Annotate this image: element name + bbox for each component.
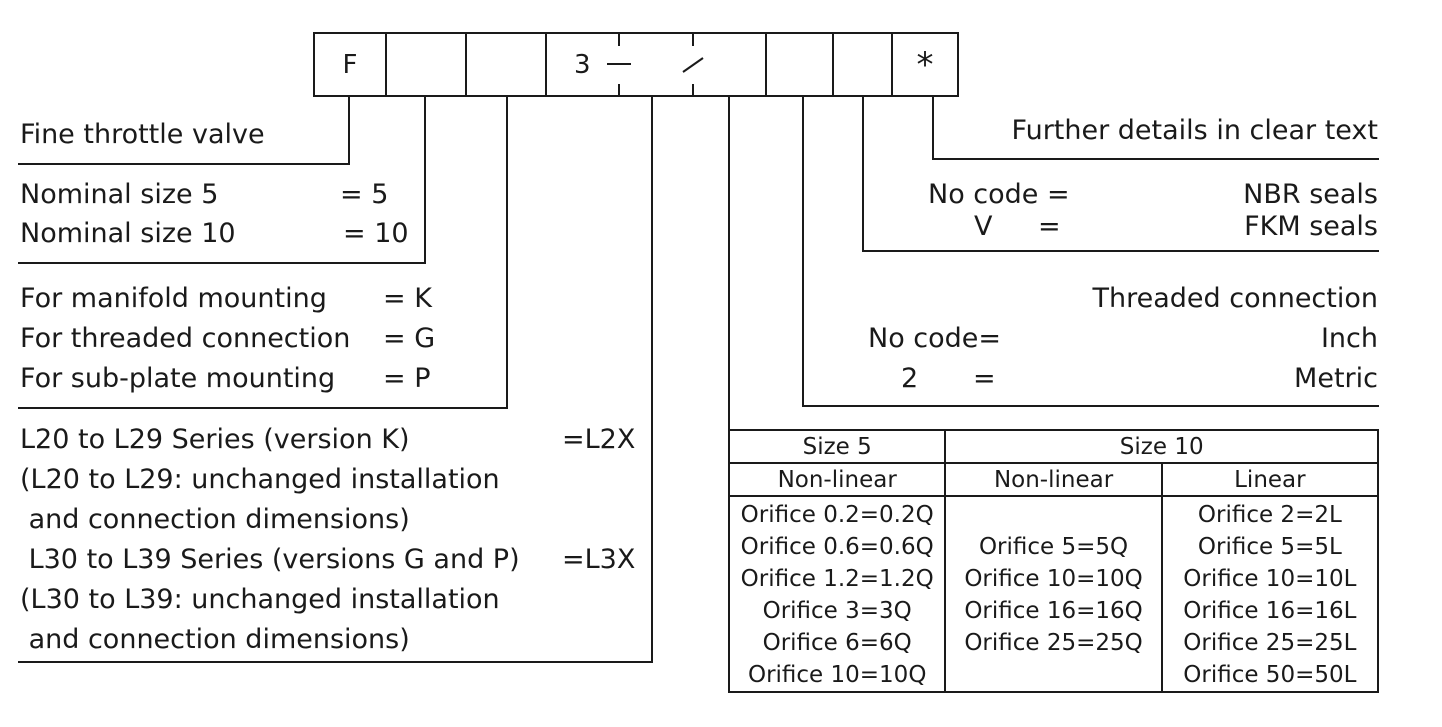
code-box-6 xyxy=(832,32,893,97)
nominal10-label: Nominal size 10 xyxy=(20,218,236,249)
orifice-table: Size 5 Size 10 Non-linear Non-linear Lin… xyxy=(727,429,1380,693)
leader-v-f xyxy=(348,97,350,165)
leader-v-further xyxy=(932,97,934,160)
orifice-cell: Orifice 25=25Q xyxy=(964,630,1143,656)
orifice-table-body-row: Orifice 0.2=0.2Q Orifice 0.6=0.6Q Orific… xyxy=(727,495,1380,693)
leader-v-series xyxy=(651,97,653,663)
nocode-seal-label: No code = xyxy=(928,179,1070,210)
orifice-cell xyxy=(946,499,1160,531)
code-star: * xyxy=(916,44,934,85)
nominal5-label: Nominal size 5 xyxy=(20,179,219,210)
code-3: 3 xyxy=(574,49,591,80)
fkm-seals-label: FKM seals xyxy=(1244,211,1378,242)
leader-h-seal xyxy=(862,250,1379,252)
col-size10-nonlinear: Orifice 5=5Q Orifice 10=10Q Orifice 16=1… xyxy=(944,495,1163,693)
orifice-cell: Orifice 10=10L xyxy=(1183,566,1357,592)
nominal5-code: = 5 xyxy=(340,179,389,210)
code-box-star: * xyxy=(891,32,959,97)
slash-mark xyxy=(682,57,704,73)
leader-h-size xyxy=(18,262,426,264)
leader-h-further xyxy=(932,158,1379,160)
size5-header: Size 5 xyxy=(727,429,947,464)
leader-h-series xyxy=(18,661,653,663)
two-code-eq: = xyxy=(973,363,996,394)
series2-code: =L3X xyxy=(562,544,636,575)
orifice-cell: Orifice 3=3Q xyxy=(762,598,912,624)
threaded-connection-label: Threaded connection xyxy=(1092,283,1378,314)
fine-throttle-label: Fine throttle valve xyxy=(20,119,265,150)
leader-v-seal xyxy=(862,97,864,252)
linear10-header: Linear xyxy=(1160,462,1380,497)
orifice-cell: Orifice 1.2=1.2Q xyxy=(740,566,934,592)
two-code-label: 2 xyxy=(901,363,919,394)
subplate-label: For sub-plate mounting xyxy=(20,363,336,394)
col-size10-linear: Orifice 2=2L Orifice 5=5L Orifice 10=10L… xyxy=(1160,495,1380,693)
series2-line1: L30 to L39 Series (versions G and P) xyxy=(20,544,520,575)
subplate-code: = P xyxy=(383,363,431,394)
orifice-table-size-row: Size 5 Size 10 xyxy=(727,429,1379,464)
series1-line1: L20 to L29 Series (version K) xyxy=(20,424,410,455)
code-f: F xyxy=(342,49,358,80)
nbr-seals-label: NBR seals xyxy=(1243,179,1378,210)
inch-label: Inch xyxy=(1320,323,1378,354)
orifice-cell xyxy=(946,659,1160,691)
orifice-cell: Orifice 6=6Q xyxy=(762,630,912,656)
threaded-label: For threaded connection xyxy=(20,323,351,354)
nonlinear10-header: Non-linear xyxy=(944,462,1163,497)
orifice-cell: Orifice 0.6=0.6Q xyxy=(740,534,934,560)
orifice-table-type-row: Non-linear Non-linear Linear xyxy=(727,462,1380,497)
manifold-label: For manifold mounting xyxy=(20,283,327,314)
size10-header: Size 10 xyxy=(944,429,1379,464)
code-box-5 xyxy=(765,32,834,97)
leader-v-size xyxy=(424,97,426,264)
orifice-cell: Orifice 25=25L xyxy=(1183,630,1357,656)
nocode-thread-label: No code= xyxy=(868,323,1002,354)
leader-h-f xyxy=(18,163,350,165)
series1-line3: and connection dimensions) xyxy=(20,504,410,535)
nonlinear5-header: Non-linear xyxy=(727,462,947,497)
series-box-marks xyxy=(607,34,704,96)
series1-code: =L2X xyxy=(562,424,636,455)
col-size5-nonlinear: Orifice 0.2=0.2Q Orifice 0.6=0.6Q Orific… xyxy=(727,495,947,693)
series1-line2: (L20 to L29: unchanged installation xyxy=(20,464,500,495)
series2-line3: and connection dimensions) xyxy=(20,624,410,655)
threaded-code: = G xyxy=(383,323,436,354)
orifice-cell: Orifice 5=5Q xyxy=(978,534,1129,560)
metric-label: Metric xyxy=(1294,363,1378,394)
orifice-cell: Orifice 50=50L xyxy=(1183,662,1357,688)
leader-v-mount xyxy=(506,97,508,409)
orifice-cell: Orifice 5=5L xyxy=(1197,534,1342,560)
orifice-cell: Orifice 16=16L xyxy=(1183,598,1357,624)
leader-h-mount xyxy=(18,407,508,409)
v-code-label: V xyxy=(974,211,993,242)
v-code-eq: = xyxy=(1038,211,1061,242)
orifice-cell: Orifice 10=10Q xyxy=(747,662,927,688)
nominal10-code: = 10 xyxy=(343,218,409,249)
orifice-cell: Orifice 2=2L xyxy=(1197,502,1342,528)
leader-h-thread xyxy=(802,405,1379,407)
orifice-cell: Orifice 16=16Q xyxy=(964,598,1143,624)
series2-line2: (L30 to L39: unchanged installation xyxy=(20,584,500,615)
manifold-code: = K xyxy=(383,283,432,314)
orifice-cell: Orifice 10=10Q xyxy=(964,566,1143,592)
leader-v-orifice xyxy=(728,97,730,431)
code-box-f: F xyxy=(313,32,387,97)
code-box-3 xyxy=(465,32,547,97)
orifice-cell: Orifice 0.2=0.2Q xyxy=(740,502,934,528)
further-details-label: Further details in clear text xyxy=(1011,115,1378,146)
leader-v-thread xyxy=(802,97,804,407)
code-box-2 xyxy=(385,32,467,97)
